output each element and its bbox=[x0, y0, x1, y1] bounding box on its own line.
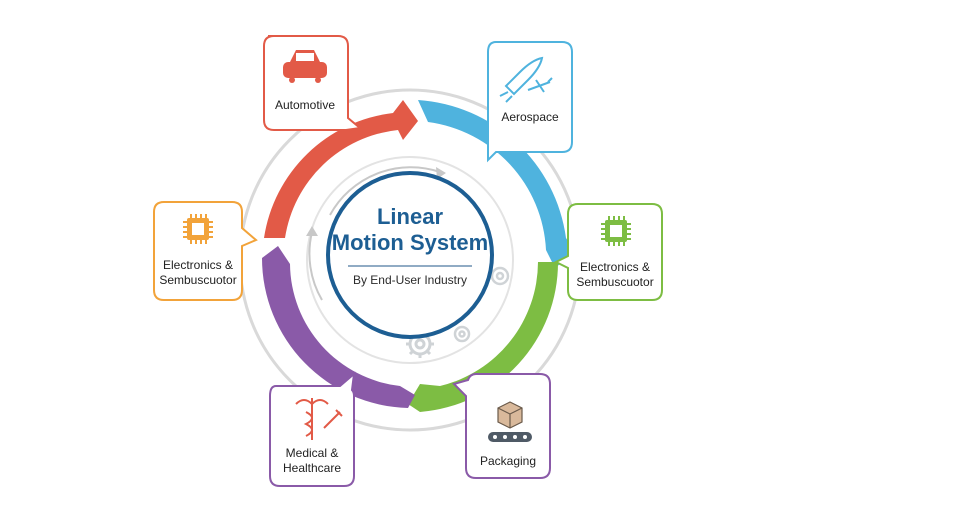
inner-cycle-arrow bbox=[329, 166, 441, 216]
electronics-left-label-line2: Sembuscuotor bbox=[159, 273, 237, 287]
microchip-icon bbox=[183, 214, 213, 244]
microchip-icon bbox=[601, 216, 631, 246]
electronics-right-label-line2: Sembuscuotor bbox=[576, 275, 654, 289]
caduceus-syringe-icon bbox=[295, 398, 343, 440]
center-subtitle: By End-User Industry bbox=[352, 273, 468, 287]
center-title-line1: Linear bbox=[376, 204, 444, 229]
automotive-label: Automotive bbox=[274, 98, 336, 112]
automotive-arc bbox=[264, 100, 418, 238]
medical-arc bbox=[262, 246, 415, 408]
package-conveyor-icon bbox=[488, 401, 532, 442]
car-icon bbox=[283, 50, 327, 83]
gear-icon-small bbox=[453, 266, 510, 343]
electronics-right-label-line1: Electronics & bbox=[579, 260, 651, 274]
medical-label-line1: Medical & bbox=[285, 446, 339, 460]
medical-label-line2: Healthcare bbox=[282, 461, 342, 475]
inner-cycle-arrow-left bbox=[308, 231, 323, 301]
center-circle bbox=[326, 171, 494, 339]
electronics-left-label-line1: Electronics & bbox=[162, 258, 234, 272]
aerospace-label: Aerospace bbox=[501, 110, 559, 124]
electronics-right-card bbox=[553, 203, 663, 301]
aerospace-card bbox=[487, 41, 573, 163]
center-title: Linear Motion System bbox=[330, 204, 490, 256]
inner-ring bbox=[306, 156, 514, 364]
center-title-line2: Motion System bbox=[331, 230, 489, 255]
packaging-label: Packaging bbox=[479, 454, 537, 468]
automotive-card bbox=[263, 35, 363, 131]
electronics-left-label: Electronics & Sembuscuotor bbox=[156, 258, 240, 288]
inner-arrow-head-left bbox=[306, 226, 318, 236]
rocket-airplane-icon bbox=[499, 56, 553, 103]
medical-card bbox=[269, 371, 356, 487]
electronics-left-card bbox=[153, 201, 258, 301]
packaging-card bbox=[452, 373, 551, 479]
medical-label: Medical & Healthcare bbox=[272, 446, 352, 476]
electronics-right-label: Electronics & Sembuscuotor bbox=[570, 260, 660, 290]
